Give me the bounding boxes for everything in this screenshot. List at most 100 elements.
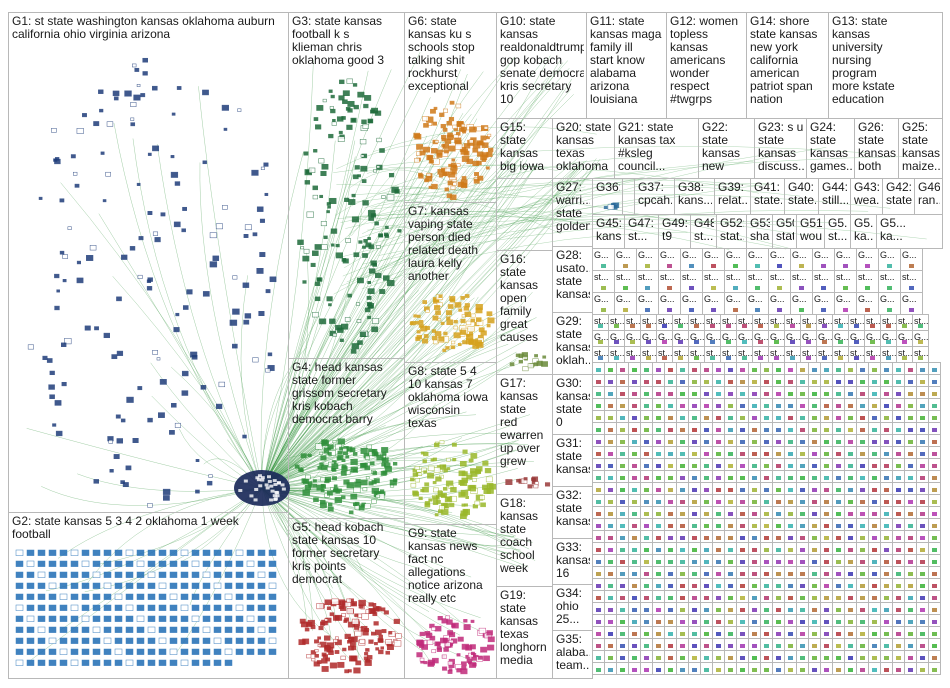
graph-node	[369, 461, 375, 466]
graph-node	[740, 488, 745, 492]
small-group-label: G...	[850, 332, 865, 342]
graph-node	[608, 536, 613, 540]
graph-node	[330, 228, 338, 234]
graph-node	[838, 340, 843, 344]
graph-node	[191, 571, 200, 578]
graph-node	[102, 199, 107, 203]
graph-node	[103, 560, 112, 567]
graph-node	[680, 548, 685, 552]
graph-node	[790, 340, 795, 344]
graph-node	[423, 661, 428, 665]
graph-node	[908, 632, 913, 636]
graph-node	[114, 571, 123, 578]
graph-node	[716, 608, 721, 612]
graph-node	[860, 488, 865, 492]
graph-node	[800, 560, 805, 564]
graph-node	[103, 648, 112, 655]
graph-node	[620, 632, 625, 636]
small-group-label: st...	[914, 316, 929, 326]
graph-node	[264, 483, 269, 487]
network-edge	[261, 487, 517, 537]
graph-node	[140, 93, 146, 98]
graph-node	[733, 264, 738, 268]
graph-node	[752, 368, 757, 372]
graph-node	[360, 463, 366, 468]
graph-node	[918, 356, 923, 360]
group-label-g41: G41:state...	[754, 180, 790, 207]
graph-node	[416, 330, 421, 334]
graph-node	[668, 668, 673, 672]
graph-node	[464, 311, 471, 318]
graph-node	[752, 596, 757, 600]
graph-node	[213, 593, 222, 600]
graph-node	[52, 423, 57, 427]
graph-node	[620, 452, 625, 456]
graph-node	[37, 626, 46, 633]
graph-node	[843, 308, 848, 312]
graph-node	[680, 416, 685, 420]
graph-node	[112, 90, 120, 97]
graph-node	[680, 500, 685, 504]
graph-node	[752, 404, 757, 408]
small-group-label: st...	[706, 348, 721, 358]
graph-node	[692, 644, 697, 648]
graph-node	[449, 632, 456, 638]
graph-node	[607, 204, 615, 210]
graph-node	[704, 596, 709, 600]
small-group-label: st...	[638, 272, 653, 282]
graph-node	[872, 392, 877, 396]
graph-node	[596, 584, 601, 588]
graph-node	[252, 357, 259, 363]
graph-node	[680, 608, 685, 612]
graph-node	[366, 295, 372, 300]
small-group-label: st...	[880, 272, 895, 282]
graph-node	[333, 484, 338, 488]
graph-node	[347, 101, 355, 107]
small-group-label: st...	[594, 348, 609, 358]
graph-node	[740, 428, 745, 432]
graph-node	[385, 225, 389, 229]
graph-node	[450, 162, 457, 168]
graph-node	[466, 474, 473, 480]
graph-node	[860, 428, 865, 432]
graph-node	[620, 380, 625, 384]
graph-node	[764, 416, 769, 420]
graph-node	[116, 438, 124, 444]
small-group-label: G...	[594, 294, 609, 304]
graph-node	[487, 317, 495, 324]
small-group-label: st...	[834, 348, 849, 358]
network-edge	[333, 146, 868, 173]
graph-node	[908, 668, 913, 672]
network-edge	[261, 159, 528, 489]
network-edge	[368, 183, 775, 284]
graph-node	[467, 326, 475, 332]
graph-node	[465, 320, 472, 326]
graph-node	[223, 127, 228, 131]
graph-node	[232, 343, 238, 349]
graph-node	[191, 604, 200, 611]
graph-node	[788, 500, 793, 504]
graph-node	[932, 488, 937, 492]
graph-node	[246, 615, 255, 622]
graph-node	[352, 452, 358, 456]
graph-node	[115, 414, 121, 419]
graph-node	[836, 644, 841, 648]
graph-node	[174, 181, 181, 186]
graph-node	[644, 452, 649, 456]
graph-node	[169, 637, 178, 644]
graph-node	[414, 465, 420, 470]
graph-node	[314, 296, 321, 302]
graph-node	[428, 159, 434, 164]
graph-node	[432, 315, 439, 321]
graph-node	[752, 392, 757, 396]
graph-node	[752, 524, 757, 528]
graph-node	[237, 108, 242, 112]
graph-node	[656, 656, 661, 660]
graph-node	[327, 205, 331, 209]
graph-node	[334, 497, 342, 504]
